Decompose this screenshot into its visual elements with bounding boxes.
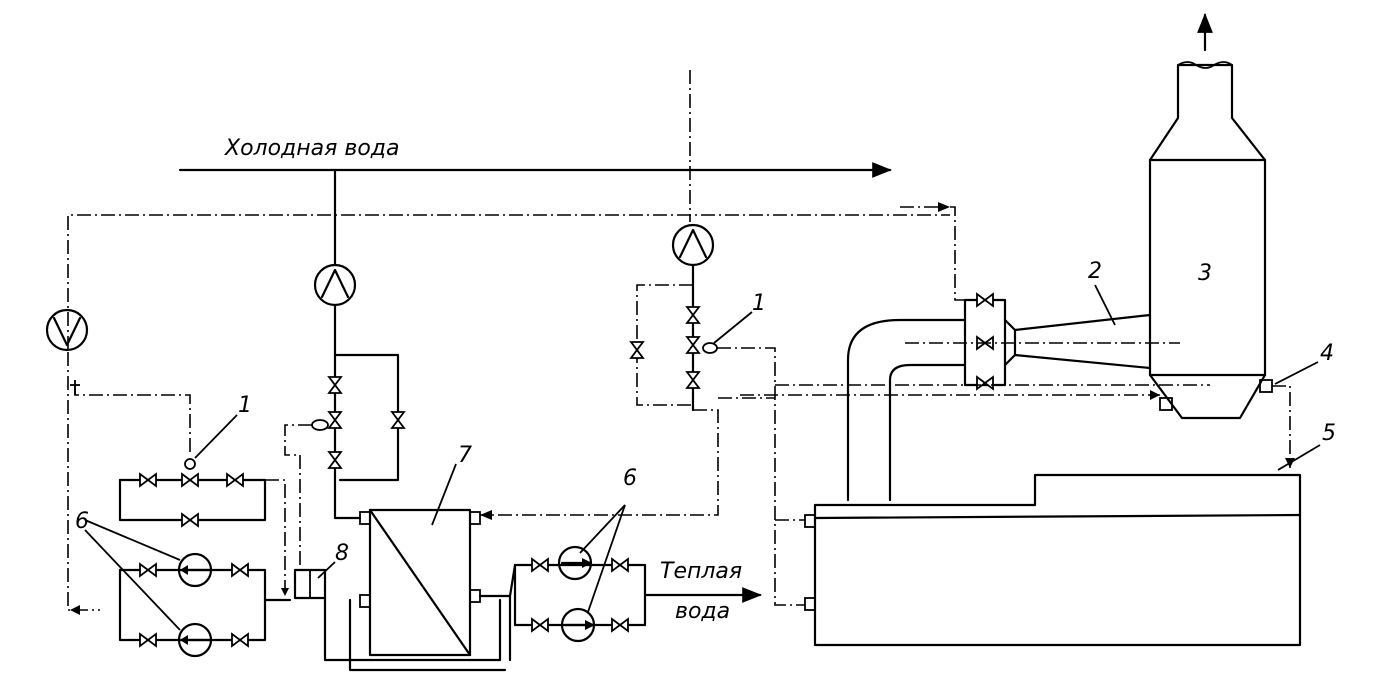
heat-exchanger-7: [359, 508, 512, 662]
label-6-left: 6: [75, 509, 89, 534]
flow-meter-left: [45, 308, 89, 352]
label-6-right: 6: [623, 466, 637, 491]
label-8: 8: [335, 541, 349, 566]
tower-drain-line: [775, 384, 1295, 468]
boiler-5: [804, 473, 1302, 647]
tower-3: [1148, 13, 1273, 420]
warm-water-label-line2: вода: [675, 599, 730, 624]
burner-valve-block: [963, 293, 1017, 390]
label-3: 3: [1198, 261, 1212, 286]
warm-water-label-line1: Теплая: [660, 559, 742, 584]
label-2: 2: [1088, 259, 1102, 284]
label-5: 5: [1322, 421, 1336, 446]
label-1-left: 1: [238, 393, 252, 418]
label-4: 4: [1320, 341, 1334, 366]
label-1-middle: 1: [752, 291, 766, 316]
right-pump-group: [508, 504, 762, 643]
left-return-signal-line: [67, 352, 100, 615]
cold-water-branch: [284, 168, 405, 570]
middle-branch: [480, 70, 1160, 606]
left-pump-group: [118, 552, 267, 658]
filter-8: [293, 568, 507, 672]
control-signal-line-top: [67, 202, 965, 350]
label-7: 7: [458, 443, 472, 468]
gas-ducts: [846, 318, 967, 502]
pump-pointer-lines-left: [84, 519, 181, 631]
diffuser-2: [905, 313, 1180, 370]
left-to-filter-line: [263, 479, 292, 602]
cold-water-label: Холодная вода: [224, 136, 399, 161]
valve-1-signal-line: [70, 380, 191, 455]
left-valve-manifold: [118, 458, 267, 527]
